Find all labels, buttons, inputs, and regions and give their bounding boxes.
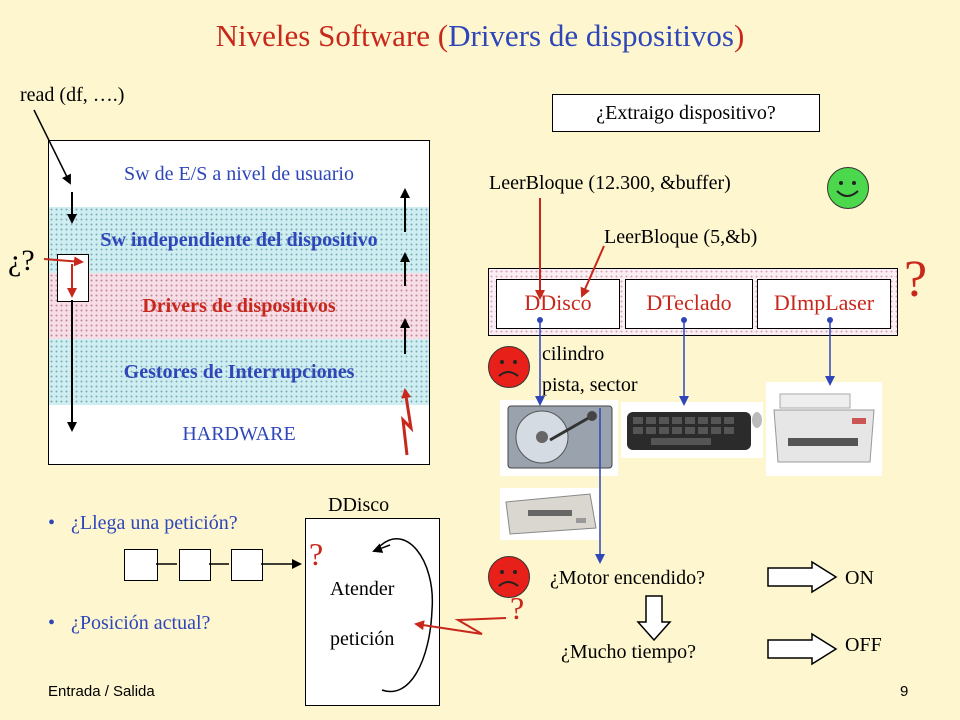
keyboard-picture bbox=[621, 402, 763, 458]
arrow-motor-down bbox=[636, 595, 672, 642]
queue-slot bbox=[124, 549, 158, 581]
keyboard-icon bbox=[627, 412, 762, 450]
page-number: 9 bbox=[900, 683, 909, 700]
driver-dteclado: DTeclado bbox=[625, 279, 753, 329]
layer-stack: Sw de E/S a nivel de usuario Sw independ… bbox=[48, 140, 430, 465]
time-question: ¿Mucho tiempo? bbox=[561, 641, 696, 663]
driver-ddisco: DDisco bbox=[496, 279, 620, 329]
motor-off-label: OFF bbox=[845, 634, 882, 656]
loop-curve bbox=[377, 538, 434, 693]
arrow-read-call bbox=[33, 109, 71, 185]
floppy-drive-icon bbox=[505, 493, 597, 535]
layer-user-io: Sw de E/S a nivel de usuario bbox=[124, 163, 354, 185]
sad-face-icon bbox=[488, 556, 530, 598]
motor-question: ¿Motor encendido? bbox=[550, 567, 705, 589]
sad-face-features bbox=[498, 360, 519, 377]
read-block-call-2: LeerBloque (5,&b) bbox=[604, 226, 758, 248]
layer-device-independent: Sw independiente del dispositivo bbox=[49, 207, 429, 273]
left-question-mark: ¿? bbox=[8, 244, 35, 277]
attend-line-1: Atender bbox=[330, 578, 395, 600]
layer-interrupt-handlers: Gestores de Interrupciones bbox=[49, 339, 429, 405]
queue-slot bbox=[231, 549, 263, 581]
arrow-motor-off bbox=[767, 632, 838, 666]
floppy-picture bbox=[500, 488, 600, 540]
request-question-mark: ? bbox=[309, 536, 324, 572]
ddisco-box-label: DDisco bbox=[328, 494, 390, 516]
happy-face-icon bbox=[827, 167, 869, 209]
extract-device-question: ¿Extraigo dispositivo? bbox=[552, 94, 820, 132]
bullet-request: ¿Llega una petición? bbox=[48, 512, 238, 535]
read-call-label: read (df, ….) bbox=[20, 84, 125, 106]
layer-hardware: HARDWARE bbox=[182, 423, 296, 445]
attend-line-2: petición bbox=[330, 628, 395, 650]
slide-title: Niveles Software (Drivers de dispositivo… bbox=[215, 18, 745, 53]
happy-face-features bbox=[836, 181, 859, 197]
printer-picture bbox=[766, 382, 882, 476]
layer-device-drivers: Drivers de dispositivos bbox=[49, 273, 429, 339]
driver-dimplaser: DImpLaser bbox=[757, 279, 891, 329]
interrupt-zigzag-arrow bbox=[401, 388, 414, 456]
arrow-motor-on bbox=[767, 560, 838, 594]
queue-slot bbox=[179, 549, 211, 581]
sad-face-icon bbox=[488, 346, 530, 388]
sad-face-features bbox=[498, 570, 519, 587]
laser-printer-icon bbox=[773, 393, 875, 463]
read-block-call-1: LeerBloque (12.300, &buffer) bbox=[489, 172, 731, 194]
big-question-mark: ? bbox=[904, 251, 928, 308]
disk-param-track-sector: pista, sector bbox=[542, 374, 638, 396]
motor-on-label: ON bbox=[845, 567, 874, 589]
disk-param-cylinder: cilindro bbox=[542, 343, 605, 365]
arrow-interrupt-ddisco bbox=[414, 617, 507, 635]
footer-left: Entrada / Salida bbox=[48, 683, 155, 700]
arrow-question bbox=[43, 256, 84, 267]
bullet-position: ¿Posición actual? bbox=[48, 612, 210, 635]
arrow-read-block-2 bbox=[580, 245, 605, 298]
hard-disk-picture bbox=[500, 400, 618, 476]
driver-row: DDisco DTeclado DImpLaser bbox=[488, 268, 898, 336]
interrupt-question-mark: ? bbox=[510, 590, 525, 626]
hard-disk-icon bbox=[507, 405, 613, 469]
